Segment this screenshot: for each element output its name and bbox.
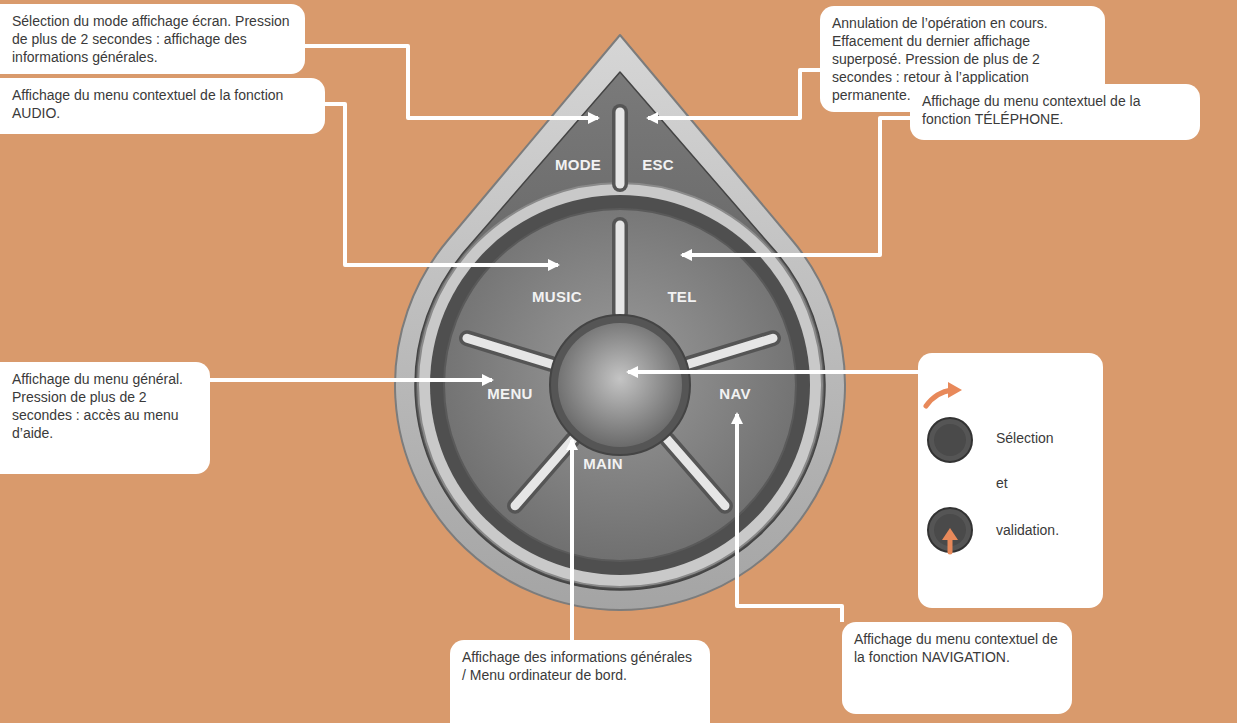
button-label: TEL bbox=[667, 288, 696, 305]
callout-text: validation. bbox=[996, 521, 1059, 539]
dark-ring bbox=[430, 195, 810, 575]
callout-box: Affichage du menu général. Pression de p… bbox=[0, 362, 210, 474]
button-label: MENU bbox=[487, 385, 532, 402]
callout-text: Sélection bbox=[996, 429, 1054, 447]
leader-line bbox=[325, 104, 558, 265]
button-label: MODE bbox=[555, 156, 601, 173]
callout-box: Affichage du menu contextuel de la fonct… bbox=[910, 84, 1200, 140]
callout-text: Affichage du menu contextuel de la fonct… bbox=[12, 86, 313, 122]
outer-shell bbox=[395, 35, 845, 610]
dividers bbox=[467, 112, 773, 506]
callout-text: Affichage du menu contextuel de la fonct… bbox=[922, 92, 1188, 128]
callout-box: Affichage du menu contextuel de la fonct… bbox=[0, 78, 325, 134]
leader-line bbox=[682, 118, 910, 255]
callout-text: Affichage du menu contextuel de la fonct… bbox=[854, 630, 1060, 666]
leader-line bbox=[628, 370, 918, 374]
callout-box: Sélection du mode affichage écran. Press… bbox=[0, 4, 305, 74]
outer-ring bbox=[418, 183, 822, 587]
button-label: NAV bbox=[719, 385, 750, 402]
leader-line bbox=[570, 440, 574, 640]
callout-text: et bbox=[996, 474, 1008, 492]
top-cap bbox=[415, 72, 825, 590]
button-label: MUSIC bbox=[532, 288, 582, 305]
knob-ring bbox=[550, 315, 690, 455]
callout-box: Affichage du menu contextuel de la fonct… bbox=[842, 622, 1072, 714]
leader-line bbox=[737, 414, 842, 622]
callout-text: Affichage des informations générales / M… bbox=[462, 648, 698, 684]
button-label: ESC bbox=[642, 156, 674, 173]
press-icon bbox=[928, 508, 972, 552]
callout-text: Affichage du menu général. Pression de p… bbox=[12, 370, 198, 442]
leader-line bbox=[210, 378, 492, 382]
button-label: MAIN bbox=[583, 455, 623, 472]
button-ring bbox=[444, 209, 796, 561]
leader-line bbox=[648, 70, 820, 118]
callout-box: Affichage des informations générales / M… bbox=[450, 640, 710, 723]
center-knob bbox=[558, 323, 682, 447]
callout-text: Sélection du mode affichage écran. Press… bbox=[12, 12, 293, 66]
rotate-icon bbox=[926, 382, 972, 462]
